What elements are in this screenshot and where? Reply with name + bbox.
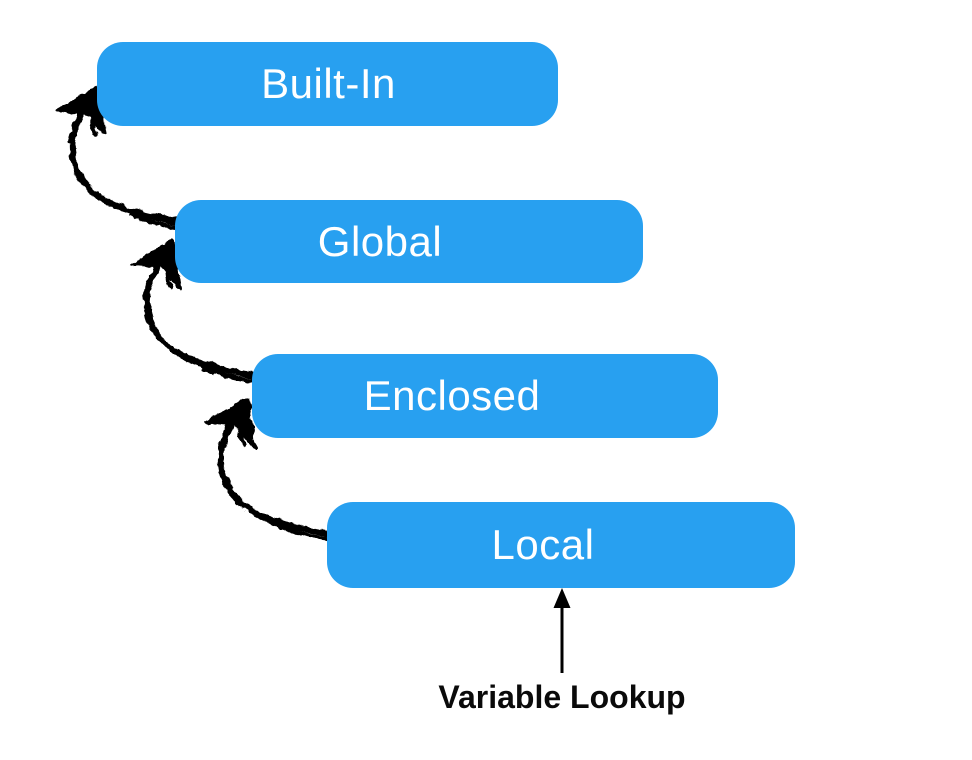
variable-lookup-arrow-icon: [553, 588, 571, 673]
scope-box-enclosed: Enclosed: [252, 354, 718, 438]
scope-box-built-in-label: Built-In: [261, 60, 396, 107]
scope-box-global-label: Global: [317, 217, 443, 265]
scope-box-local: Local: [327, 502, 795, 588]
variable-lookup-caption: Variable Lookup: [438, 679, 686, 715]
scope-box-local-label: Local: [491, 521, 595, 568]
scope-box-built-in: Built-In: [97, 42, 558, 126]
scope-box-global: Global: [175, 200, 643, 283]
scope-box-enclosed-label: Enclosed: [363, 372, 541, 419]
